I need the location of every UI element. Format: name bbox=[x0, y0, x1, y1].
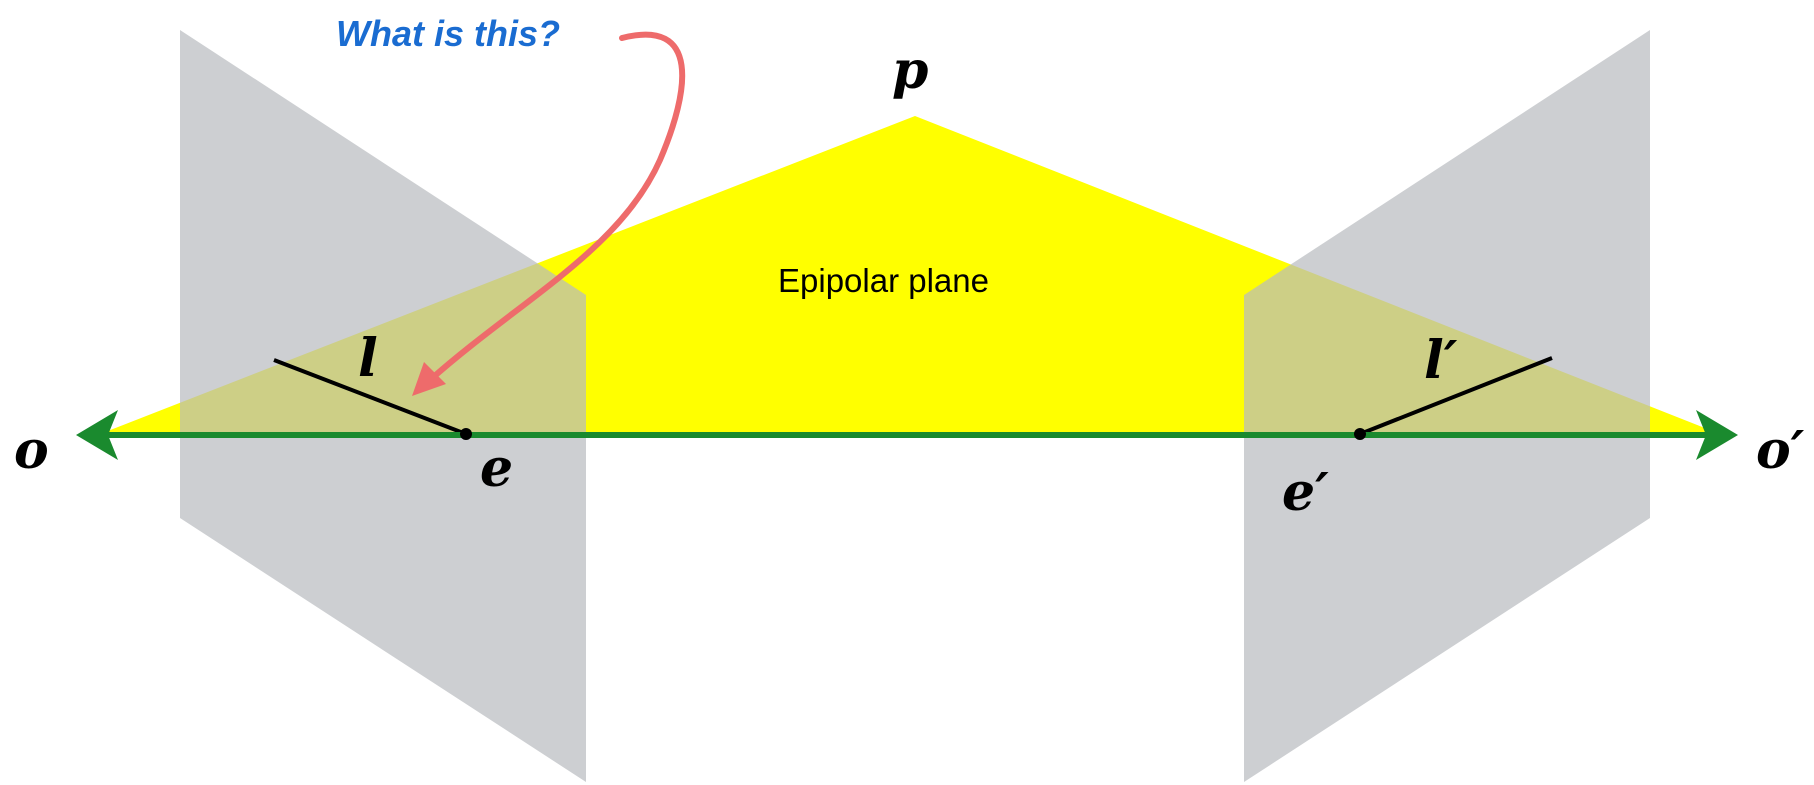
question-text: What is this? bbox=[336, 13, 560, 54]
point-p-label: p bbox=[892, 40, 928, 101]
epipole-e-label: e bbox=[480, 438, 513, 499]
point-o-label: o bbox=[14, 420, 49, 481]
epipole-e-prime-dot bbox=[1354, 428, 1366, 440]
epipolar-plane-label: Epipolar plane bbox=[778, 262, 989, 299]
annotation-arrowhead bbox=[412, 362, 446, 396]
epipole-e-prime-label: e′ bbox=[1282, 462, 1329, 523]
line-l-label: l bbox=[358, 328, 378, 389]
epipolar-line-l bbox=[273, 358, 467, 436]
epipole-e-dot bbox=[460, 428, 472, 440]
epipolar-line-l-prime bbox=[1359, 356, 1553, 436]
right-image-plane bbox=[1244, 30, 1650, 782]
left-image-plane bbox=[180, 30, 586, 782]
baseline-arrowhead-left bbox=[76, 410, 118, 460]
point-o-prime-label: o′ bbox=[1756, 420, 1805, 481]
annotation-arrow bbox=[427, 31, 686, 383]
baseline-arrowhead-right bbox=[1696, 410, 1738, 460]
line-l-prime-label: l′ bbox=[1424, 330, 1458, 391]
